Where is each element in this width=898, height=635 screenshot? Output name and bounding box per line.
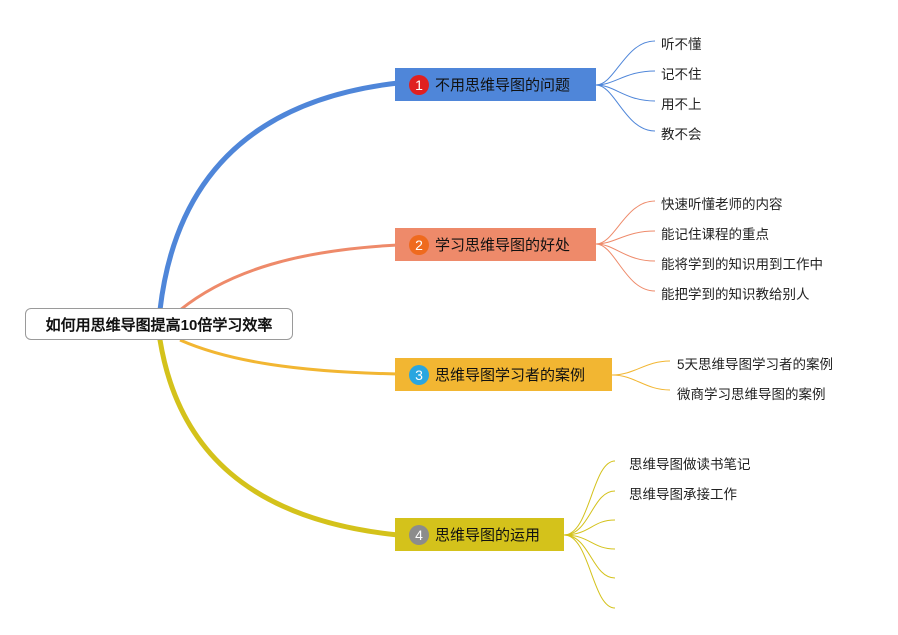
- leaf-topic[interactable]: 能把学到的知识教给别人: [661, 287, 810, 302]
- leaf-topic[interactable]: 思维导图承接工作: [629, 487, 737, 502]
- branch-label-1: 不用思维导图的问题: [435, 77, 571, 94]
- leaf-topic[interactable]: 快速听懂老师的内容: [661, 197, 783, 212]
- leaf-topic[interactable]: 用不上: [661, 97, 702, 112]
- central-topic[interactable]: 如何用思维导图提高10倍学习效率: [25, 308, 293, 340]
- leaf-topic[interactable]: 记不住: [661, 67, 702, 82]
- branch-topic-2[interactable]: 2 学习思维导图的好处: [395, 228, 596, 261]
- connector-leaf-3-1: [611, 360, 671, 376]
- connector-leaf-1-2: [595, 70, 656, 86]
- leaf-topic[interactable]: 微商学习思维导图的案例: [677, 387, 826, 402]
- connector-leaf-1-4: [595, 84, 656, 132]
- connector-leaf-1-1: [595, 40, 656, 86]
- number-badge-3: 3: [409, 364, 429, 385]
- branch-label-4: 思维导图的运用: [435, 527, 541, 544]
- leaf-topic[interactable]: 听不懂: [661, 37, 702, 52]
- connector-branch-4: [157, 337, 401, 538]
- branch-topic-1[interactable]: 1 不用思维导图的问题: [395, 68, 596, 101]
- branch-label-2: 学习思维导图的好处: [435, 237, 571, 254]
- connector-leaf-4-3: [563, 519, 616, 536]
- leaf-topic[interactable]: 教不会: [661, 127, 702, 142]
- leaf-topic[interactable]: 能记住课程的重点: [661, 227, 769, 242]
- connector-leaf-2-2: [595, 230, 656, 245]
- connector-leaf-2-1: [595, 200, 656, 245]
- branch-topic-3[interactable]: 3 思维导图学习者的案例: [395, 358, 612, 391]
- number-badge-2: 2: [409, 234, 429, 255]
- connector-leaf-4-1: [563, 460, 616, 536]
- connector-leaf-4-5: [563, 534, 616, 579]
- connector-leaf-1-3: [595, 84, 656, 102]
- central-topic-label: 如何用思维导图提高10倍学习效率: [45, 316, 273, 334]
- connector-leaf-2-3: [595, 243, 656, 262]
- leaf-topic[interactable]: 能将学到的知识用到工作中: [661, 257, 823, 272]
- branch-topic-4[interactable]: 4 思维导图的运用: [395, 518, 564, 551]
- connector-leaf-4-6: [563, 534, 616, 609]
- number-badge-1: 1: [409, 74, 429, 95]
- leaf-topic[interactable]: 5天思维导图学习者的案例: [677, 357, 834, 372]
- leaf-topic[interactable]: 思维导图做读书笔记: [629, 457, 751, 472]
- branch-label-3: 思维导图学习者的案例: [435, 367, 586, 384]
- connector-branch-3: [179, 338, 399, 376]
- number-badge-4: 4: [409, 524, 429, 545]
- connector-branch-2: [179, 243, 399, 312]
- connector-leaf-2-4: [595, 243, 656, 292]
- connector-branch-1: [157, 80, 401, 313]
- connector-leaf-4-2: [563, 490, 616, 536]
- connector-leaf-3-2: [611, 374, 671, 391]
